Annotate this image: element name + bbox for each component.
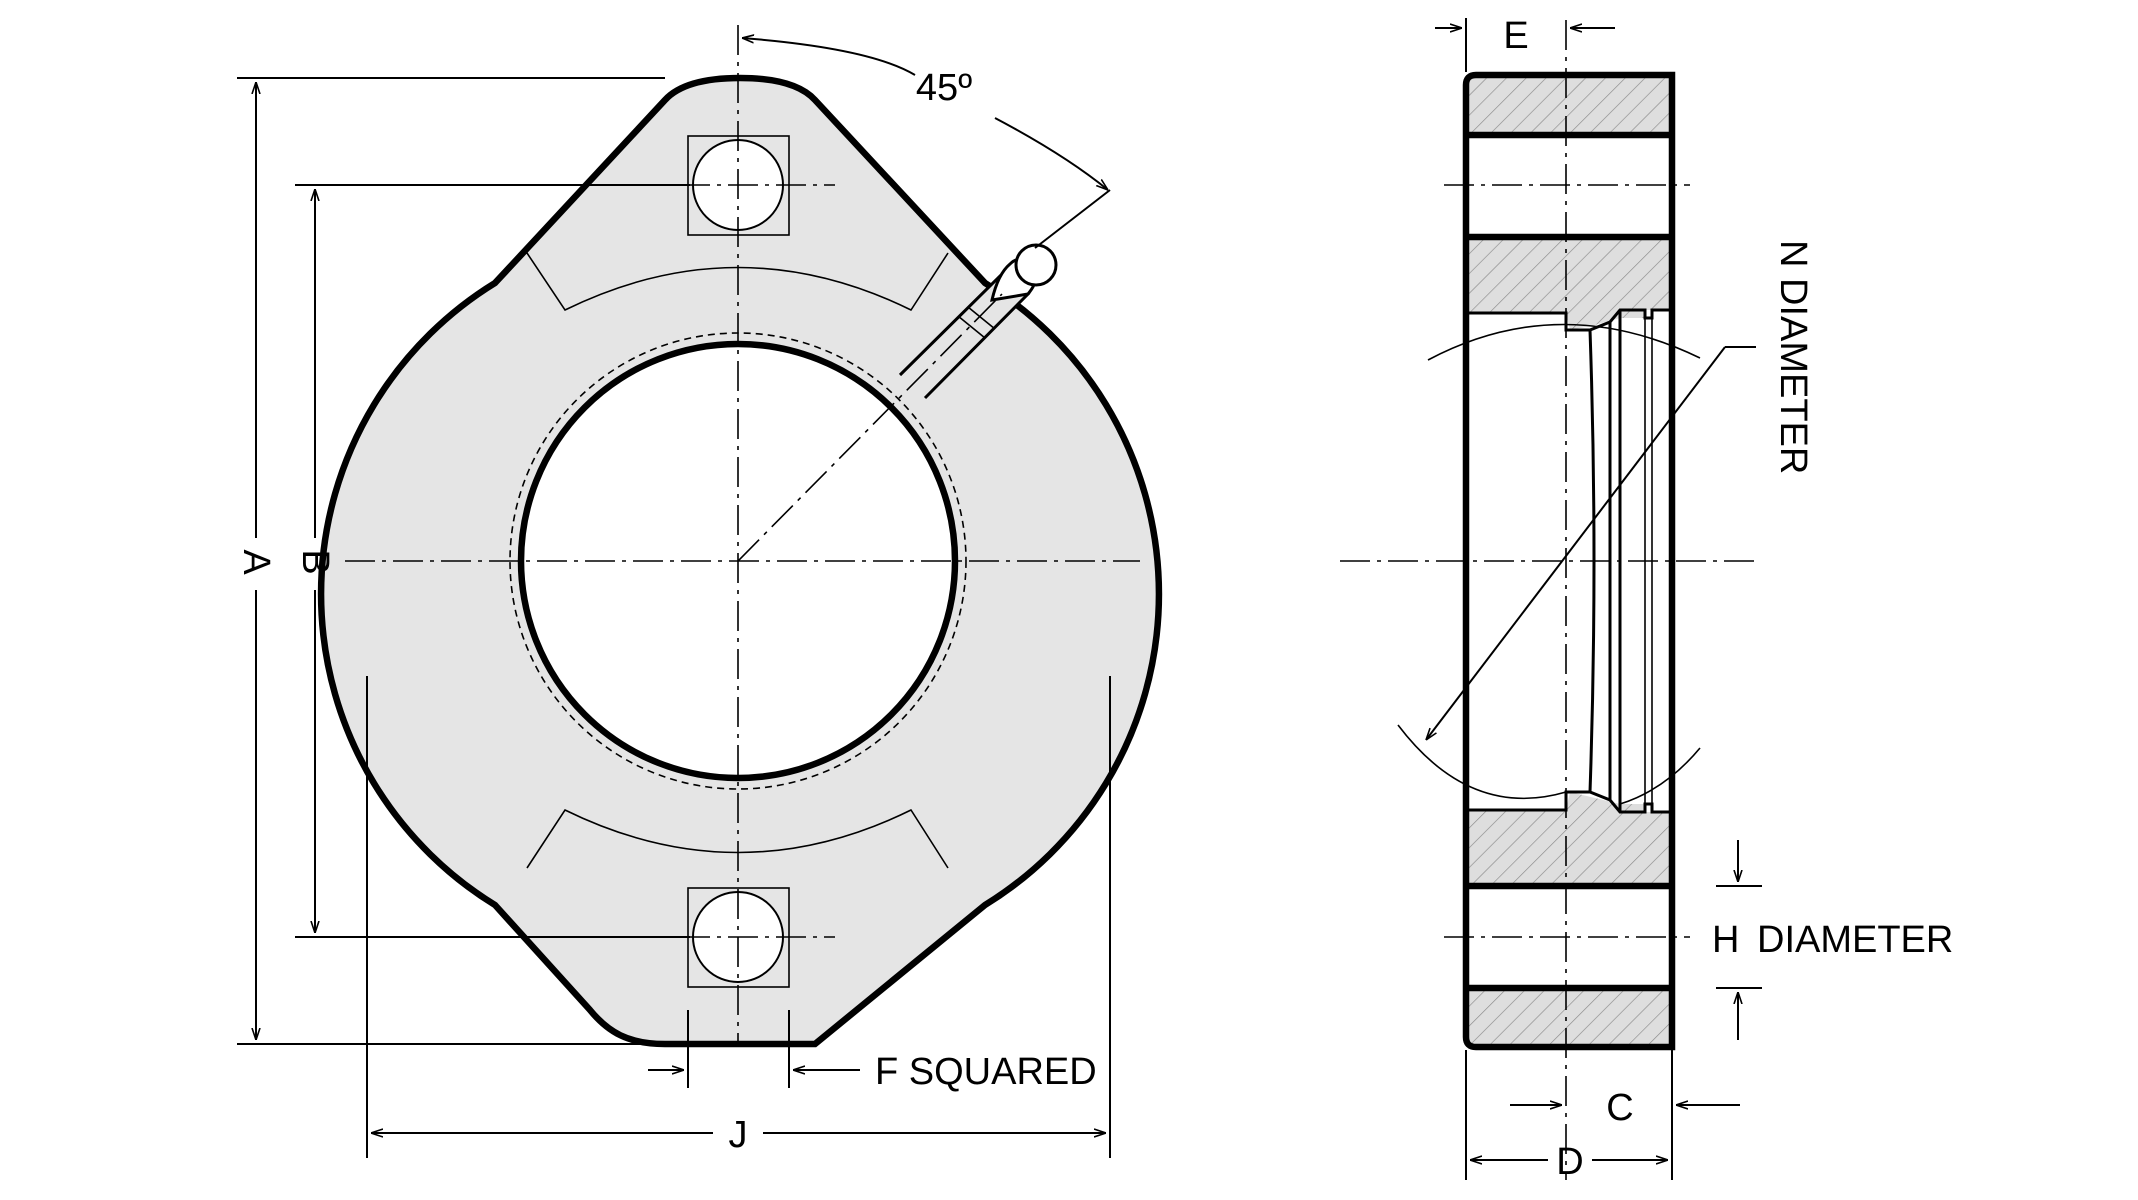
hatch-lower-housing [1466, 792, 1671, 886]
dimension-a: A [235, 77, 665, 1045]
ball-arc-lower [1397, 724, 1567, 800]
dimension-j: J [366, 676, 1111, 1158]
dimension-c: C [1510, 1050, 1740, 1180]
dimension-d-label: D [1556, 1141, 1583, 1183]
angle-45-dimension: 45º [742, 38, 1111, 249]
side-view [1340, 20, 1760, 1180]
dimension-n-label: N DIAMETER [1772, 240, 1814, 474]
dimension-h: H DIAMETER [1712, 840, 1953, 1040]
hatch-upper-housing [1466, 237, 1671, 330]
hatch-top-flange [1466, 78, 1671, 135]
angle-label: 45º [916, 67, 972, 109]
dimension-d: D [1465, 1050, 1668, 1183]
dimension-f: F SQUARED [648, 1010, 1097, 1093]
hatch-bottom-flange [1466, 988, 1671, 1044]
dimension-e: E [1435, 15, 1615, 72]
dimension-h-diameter-label: DIAMETER [1757, 919, 1953, 961]
dimension-b: B [294, 184, 690, 938]
dimension-h-label: H [1712, 919, 1739, 961]
dimension-b-label: B [294, 549, 336, 574]
ball-arc-upper [1427, 323, 1701, 361]
dimension-a-label: A [235, 549, 277, 575]
grease-fitting [898, 243, 1058, 400]
dimension-j-label: J [729, 1114, 748, 1156]
dimension-n: N DIAMETER [1426, 240, 1814, 740]
fitting-axis-centerline [737, 293, 1003, 562]
side-outline [1462, 71, 1676, 1051]
dimension-e-label: E [1503, 15, 1528, 57]
dimension-c-label: C [1606, 1087, 1633, 1129]
dimension-f-label: F SQUARED [875, 1051, 1097, 1093]
front-view [317, 25, 1163, 1048]
